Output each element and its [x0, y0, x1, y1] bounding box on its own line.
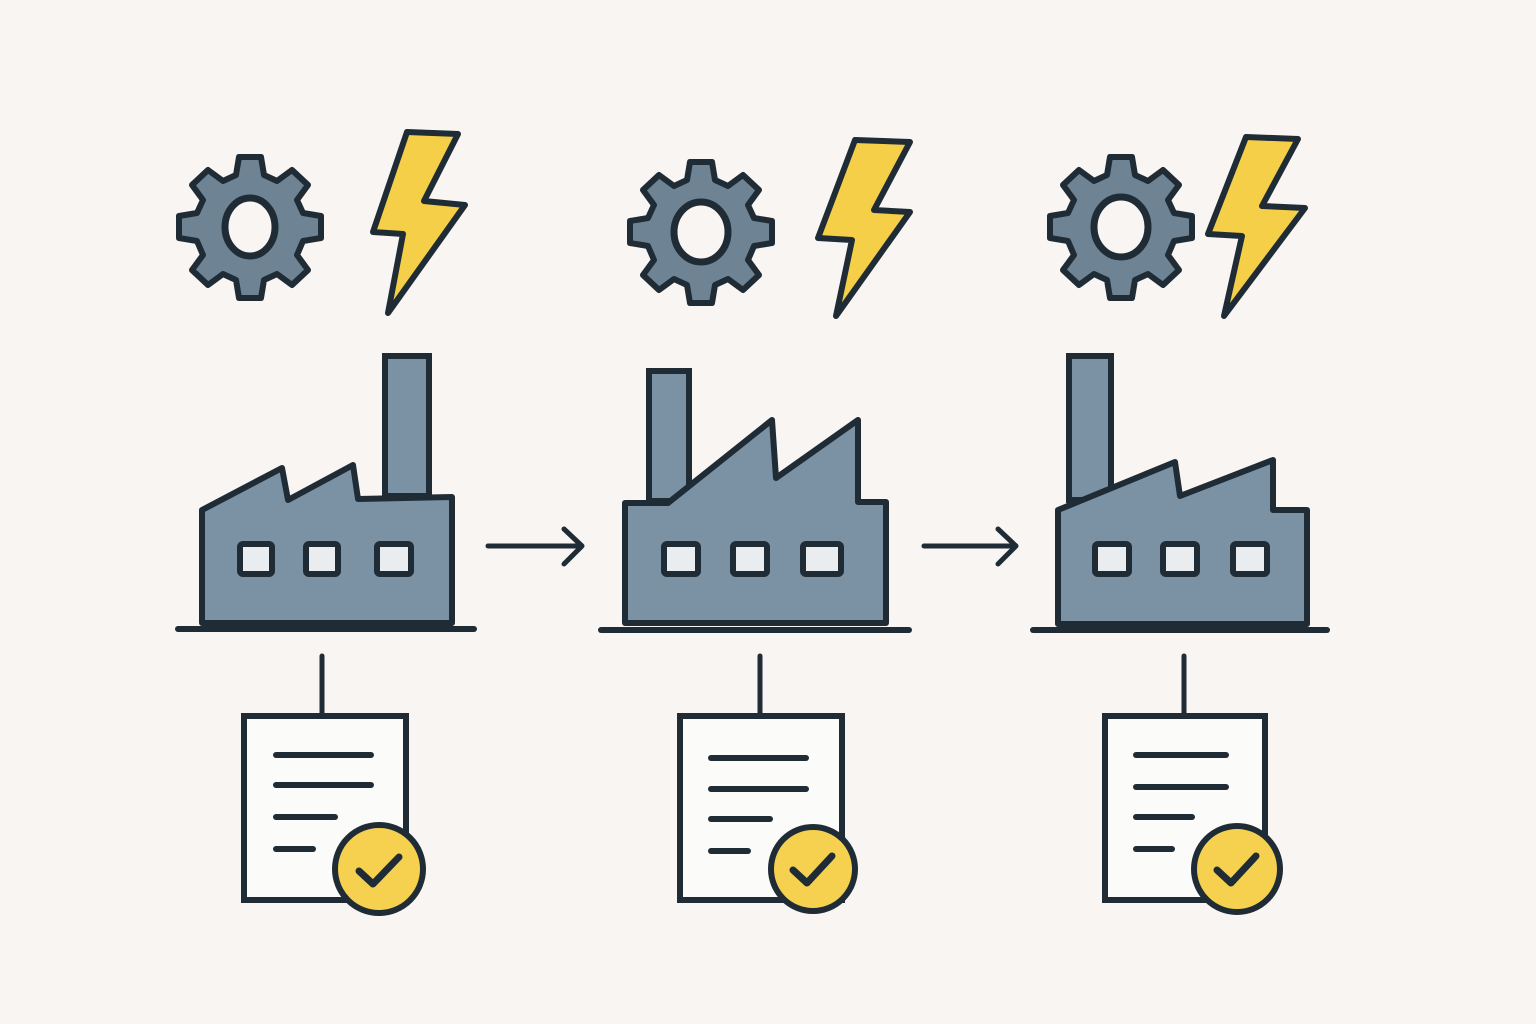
stage-1 — [175, 129, 477, 916]
gear-icon — [1047, 154, 1195, 301]
factory-icon — [175, 353, 477, 632]
arrow-right-icon — [485, 526, 585, 567]
checked-document-icon — [241, 713, 426, 916]
lightning-bolt-icon — [1205, 134, 1308, 319]
gear-icon — [627, 159, 775, 306]
checkmark-badge-icon — [768, 824, 858, 914]
checked-document-icon — [677, 713, 858, 914]
gear-icon — [176, 154, 324, 301]
lightning-bolt-icon — [370, 129, 468, 316]
checkmark-badge-icon — [332, 822, 426, 916]
factory-icon — [1030, 353, 1330, 633]
factory-icon — [598, 368, 912, 633]
stage-3 — [1030, 134, 1330, 915]
stage-2 — [598, 137, 913, 914]
lightning-bolt-icon — [815, 137, 913, 319]
arrow-right-icon — [921, 526, 1019, 567]
checkmark-badge-icon — [1191, 823, 1283, 915]
checked-document-icon — [1102, 713, 1283, 915]
